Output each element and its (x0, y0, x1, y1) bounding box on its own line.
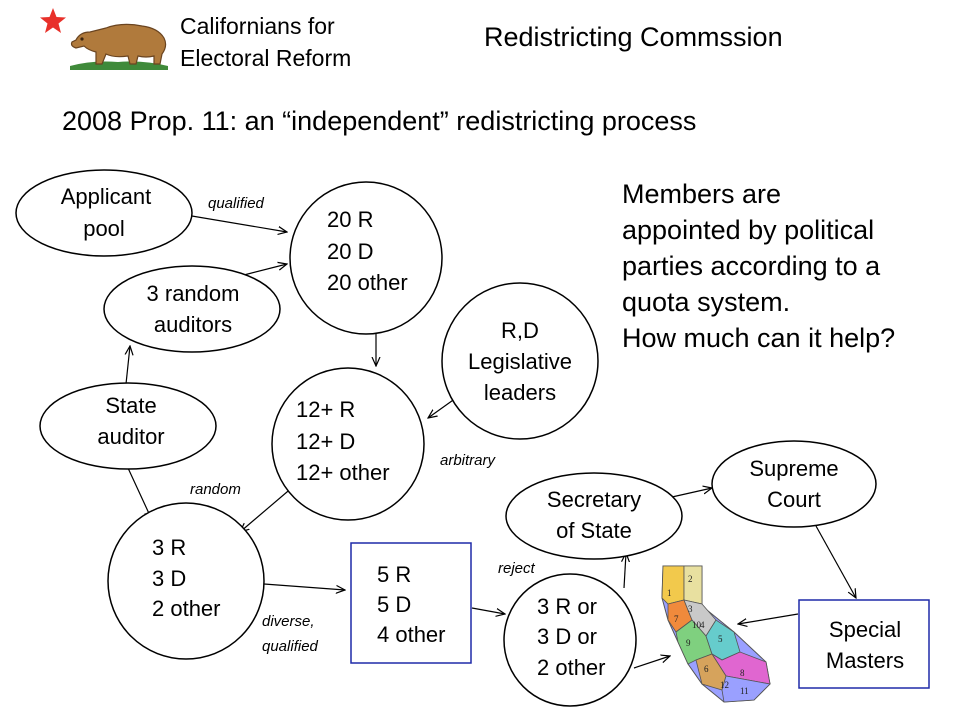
svg-text:3: 3 (688, 604, 693, 614)
svg-text:20 R20 D20 other: 20 R20 D20 other (327, 207, 408, 295)
header: Californians for Electoral Reform Redist… (0, 0, 960, 80)
svg-text:7: 7 (674, 614, 679, 624)
edge-final-to-secstate (624, 553, 626, 589)
subtitle: 2008 Prop. 11: an “independent” redistri… (62, 106, 697, 136)
edge-label-reject: reject (498, 560, 536, 577)
edge-final-to-map (633, 656, 670, 669)
edge-secstate-to-court (671, 488, 712, 498)
edge-auditor-to-eight (127, 467, 152, 520)
svg-text:11: 11 (740, 686, 749, 696)
edge-auditors-to-60 (239, 264, 287, 277)
svg-text:1: 1 (667, 588, 672, 598)
edges (126, 213, 856, 669)
california-districts-map-icon: 1 2 3 4 5 6 7 8 9 10 11 12 (661, 565, 771, 703)
side-note: Members are appointed by political parti… (622, 179, 896, 353)
edge-label-diverse-qualified: diverse,qualified (262, 613, 319, 655)
svg-text:3 R3 D2 other: 3 R3 D2 other (152, 535, 221, 621)
svg-text:3 R or3 D or2 other: 3 R or3 D or2 other (537, 594, 606, 680)
edge-eight-to-fourteen (263, 583, 345, 590)
svg-text:9: 9 (686, 638, 691, 648)
svg-text:5 R5 D4 other: 5 R5 D4 other (377, 562, 446, 647)
edge-pool-to-60 (179, 213, 287, 232)
edge-label-random: random (190, 481, 241, 498)
svg-text:5: 5 (718, 634, 723, 644)
edge-auditor-to-random-auditors (126, 346, 130, 385)
svg-text:12: 12 (720, 680, 729, 690)
svg-text:4: 4 (700, 620, 705, 630)
svg-text:2: 2 (688, 574, 693, 584)
slide-title: Redistricting Commssion (484, 22, 783, 52)
edge-leaders-to-36 (428, 397, 457, 418)
svg-text:10: 10 (692, 620, 702, 630)
svg-text:8: 8 (740, 668, 745, 678)
edge-36-to-eight (240, 485, 295, 532)
edge-court-to-masters (815, 525, 856, 598)
svg-text:12+ R12+ D12+ other: 12+ R12+ D12+ other (296, 397, 390, 485)
california-bear-icon (70, 23, 168, 70)
svg-text:6: 6 (704, 664, 709, 674)
org-name: Californians for Electoral Reform (180, 13, 352, 71)
star-icon (40, 8, 66, 33)
edge-fourteen-to-final (471, 607, 505, 614)
edge-label-arbitrary: arbitrary (440, 452, 497, 469)
edge-label-qualified: qualified (208, 195, 265, 212)
edge-masters-to-map (738, 613, 799, 624)
